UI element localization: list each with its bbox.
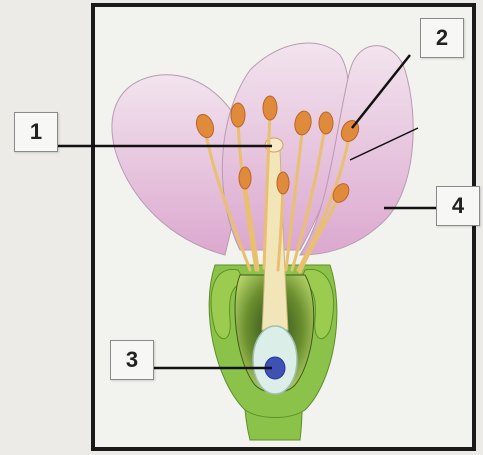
label-2: 2	[420, 18, 464, 58]
anther	[231, 103, 245, 127]
anther	[239, 167, 251, 189]
label-4: 4	[436, 186, 480, 226]
anther	[263, 96, 277, 120]
anther	[277, 172, 289, 194]
anther	[319, 112, 333, 134]
label-1: 1	[14, 112, 58, 152]
label-3: 3	[110, 340, 154, 380]
